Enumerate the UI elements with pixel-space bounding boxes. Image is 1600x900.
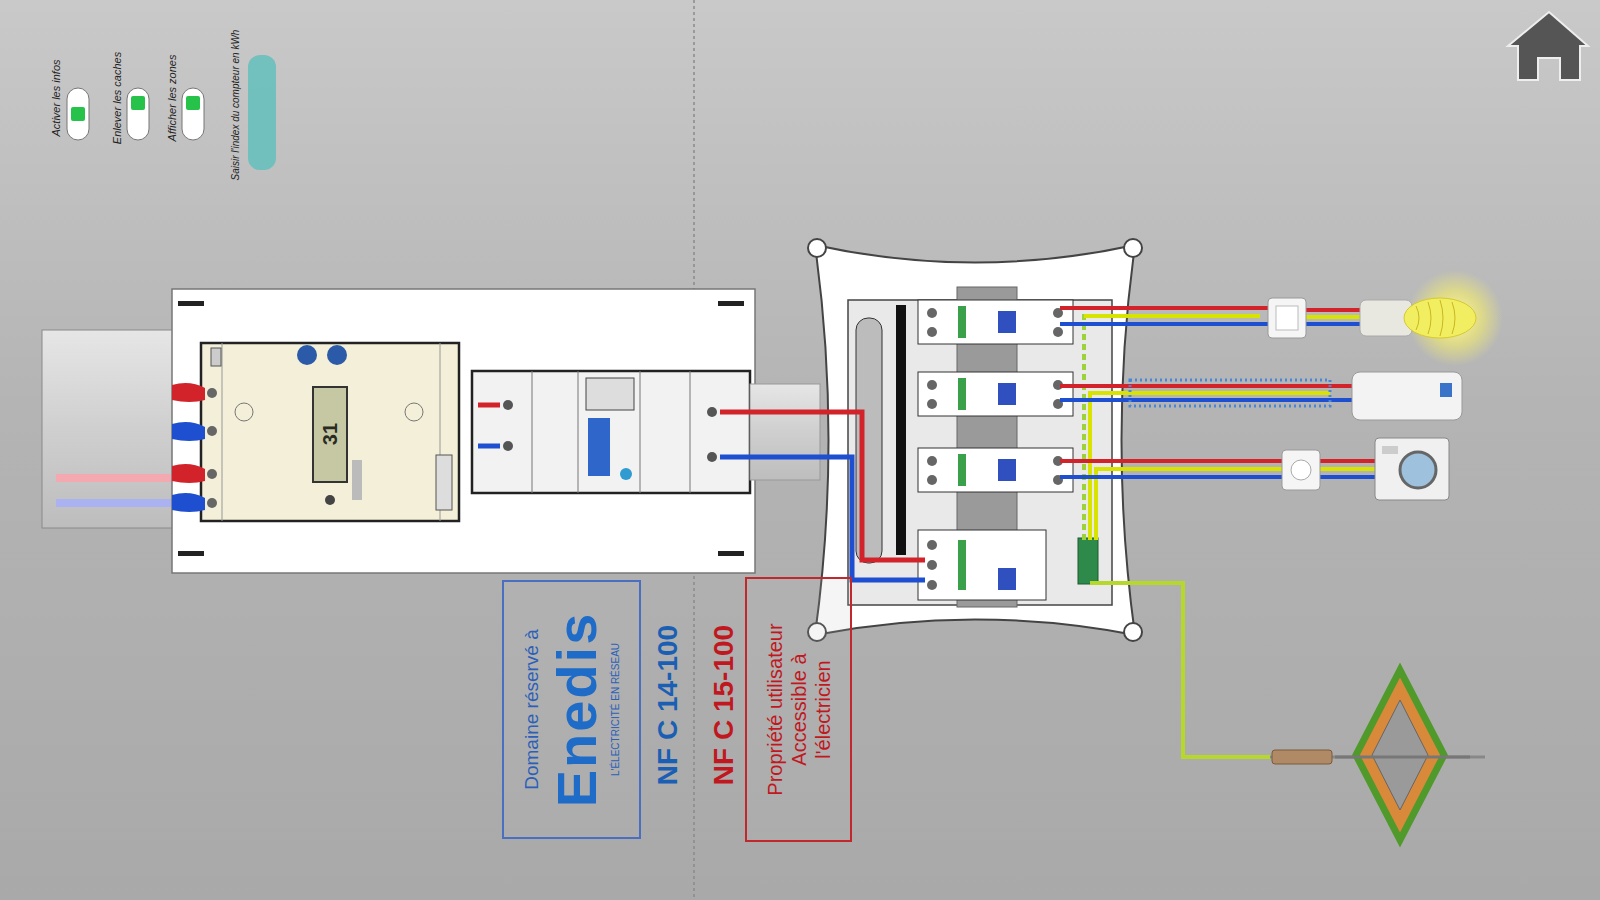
circuit-wires	[1060, 308, 1375, 477]
meter-panel	[172, 289, 755, 573]
domain-box: Domaine réservé àEnedisL'ÉLECTRICITÉ EN …	[502, 580, 641, 839]
logo-tagline: L'ÉLECTRICITÉ EN RÉSEAU	[610, 642, 622, 775]
loads	[1268, 270, 1503, 500]
user-domain-box: Propriété utilisateur Accessible à l'éle…	[745, 577, 852, 842]
earth-electrode	[1270, 670, 1485, 840]
enedis-logo: Enedis	[543, 611, 610, 807]
toggle-label: Enlever les caches	[111, 52, 123, 144]
standard-label: NF C 14-100	[653, 625, 684, 785]
earth-wires	[1084, 316, 1330, 757]
toggle-switches	[67, 55, 276, 170]
toggle-label: Afficher les zones	[166, 55, 178, 142]
toggle-label: Activer les infos	[50, 59, 62, 136]
home-icon	[1508, 12, 1588, 80]
standard-label: NF C 15-100	[709, 625, 740, 785]
meter-index-label: Saisir l'index du compteur en kWh	[230, 30, 241, 181]
domain-heading: Domaine réservé à	[520, 629, 543, 790]
corrugated-tube	[1130, 380, 1330, 406]
supply-conduit	[42, 330, 182, 528]
meter-display: 31	[319, 423, 341, 445]
user-domain-text: Propriété utilisateur Accessible à l'éle…	[762, 602, 834, 817]
